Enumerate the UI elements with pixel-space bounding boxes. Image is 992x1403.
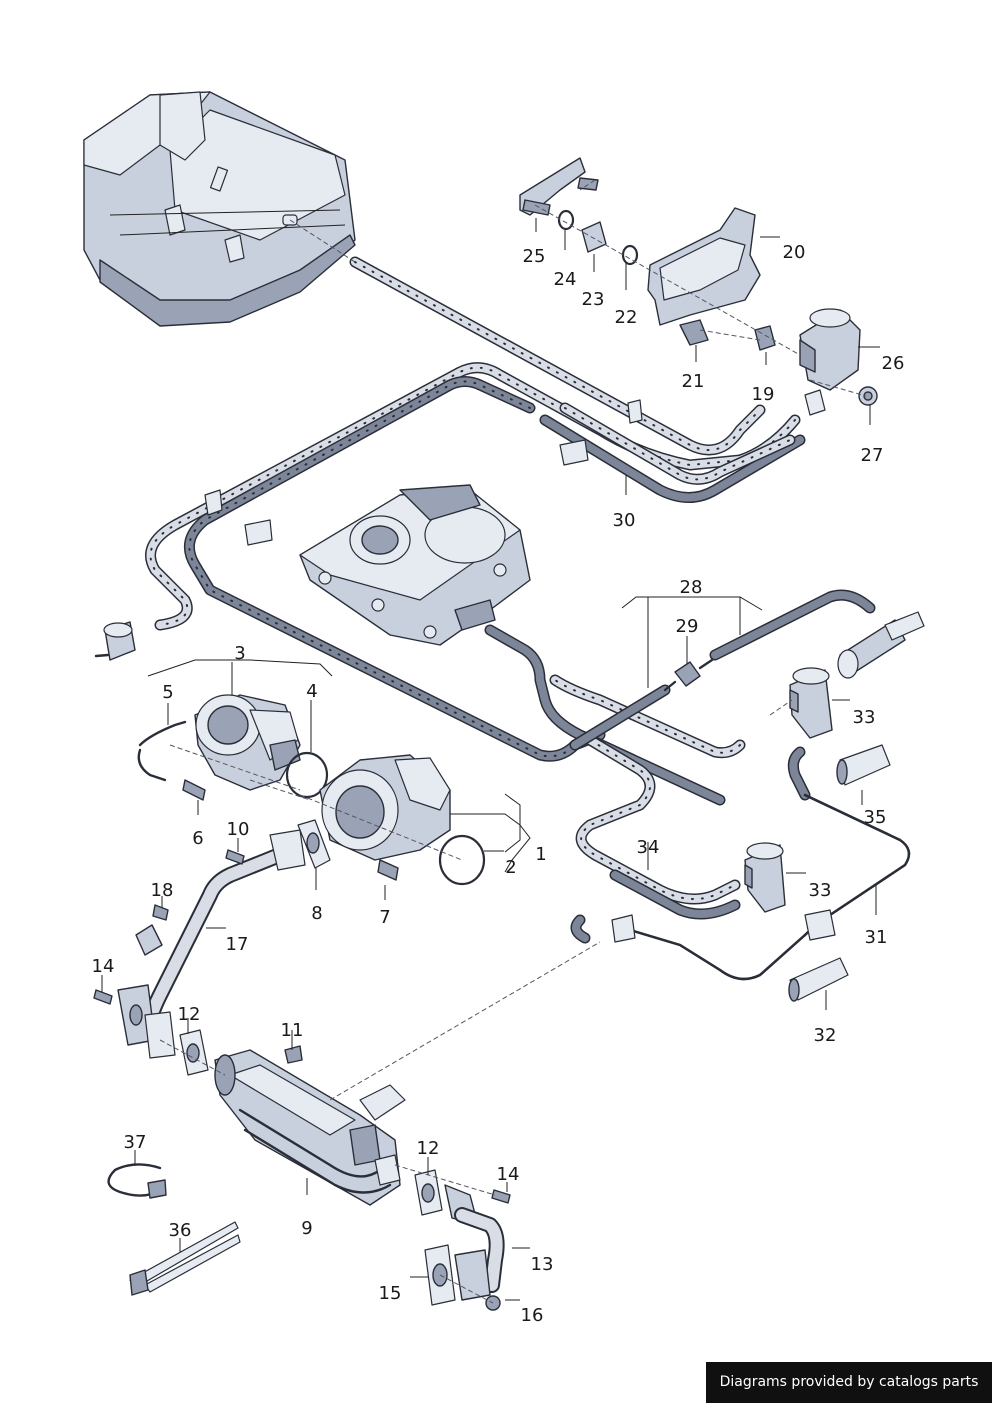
label-10: 10 <box>227 819 250 840</box>
label-23: 23 <box>582 289 605 310</box>
vacuum-hose-lower <box>484 589 925 944</box>
vacuum-hose-set <box>94 256 806 762</box>
intake-manifold <box>299 484 531 646</box>
label-27: 27 <box>861 445 884 466</box>
label-14b: 14 <box>497 1164 520 1185</box>
throttle-body <box>137 694 329 801</box>
bracket-and-valve <box>519 157 878 416</box>
label-33b: 33 <box>809 880 832 901</box>
label-17: 17 <box>226 934 249 955</box>
label-11: 11 <box>281 1020 304 1041</box>
label-19: 19 <box>752 384 775 405</box>
label-4: 4 <box>306 681 317 702</box>
label-15: 15 <box>379 1283 402 1304</box>
label-12a: 12 <box>178 1004 201 1025</box>
label-7: 7 <box>379 907 390 928</box>
lower-pipe-assembly <box>414 1169 511 1311</box>
label-29: 29 <box>676 616 699 637</box>
credit-banner: Diagrams provided by catalogs parts <box>706 1362 992 1403</box>
label-13: 13 <box>531 1254 554 1275</box>
label-35: 35 <box>864 807 887 828</box>
label-6: 6 <box>192 828 203 849</box>
label-5: 5 <box>162 682 173 703</box>
label-36: 36 <box>169 1220 192 1241</box>
label-18: 18 <box>151 880 174 901</box>
label-26: 26 <box>882 353 905 374</box>
label-25: 25 <box>523 246 546 267</box>
label-8: 8 <box>311 903 322 924</box>
label-21: 21 <box>682 371 705 392</box>
label-20: 20 <box>783 242 806 263</box>
egr-cooler <box>214 1045 406 1206</box>
clamps <box>107 1163 241 1296</box>
label-1: 1 <box>535 844 546 865</box>
label-31: 31 <box>865 927 888 948</box>
label-34: 34 <box>637 837 660 858</box>
leader-lines <box>101 218 880 1301</box>
label-28: 28 <box>680 577 703 598</box>
label-30: 30 <box>613 510 636 531</box>
label-37: 37 <box>124 1132 147 1153</box>
air-filter-housing <box>83 91 356 327</box>
label-9: 9 <box>301 1218 312 1239</box>
egr-valve <box>297 754 486 886</box>
solenoid-valves <box>611 667 911 1002</box>
egr-pipe <box>93 829 306 1076</box>
label-33a: 33 <box>853 707 876 728</box>
label-12b: 12 <box>417 1138 440 1159</box>
label-16: 16 <box>521 1305 544 1326</box>
label-2: 2 <box>505 857 516 878</box>
label-14a: 14 <box>92 956 115 977</box>
label-22: 22 <box>615 307 638 328</box>
label-3: 3 <box>234 643 245 664</box>
bracket-25 <box>519 157 586 216</box>
label-32: 32 <box>814 1025 837 1046</box>
part-number-labels: 1 2 3 4 5 6 7 8 9 10 11 12 12 13 14 14 1… <box>92 242 905 1326</box>
label-24: 24 <box>554 269 577 290</box>
assembly-lines <box>159 179 867 1304</box>
